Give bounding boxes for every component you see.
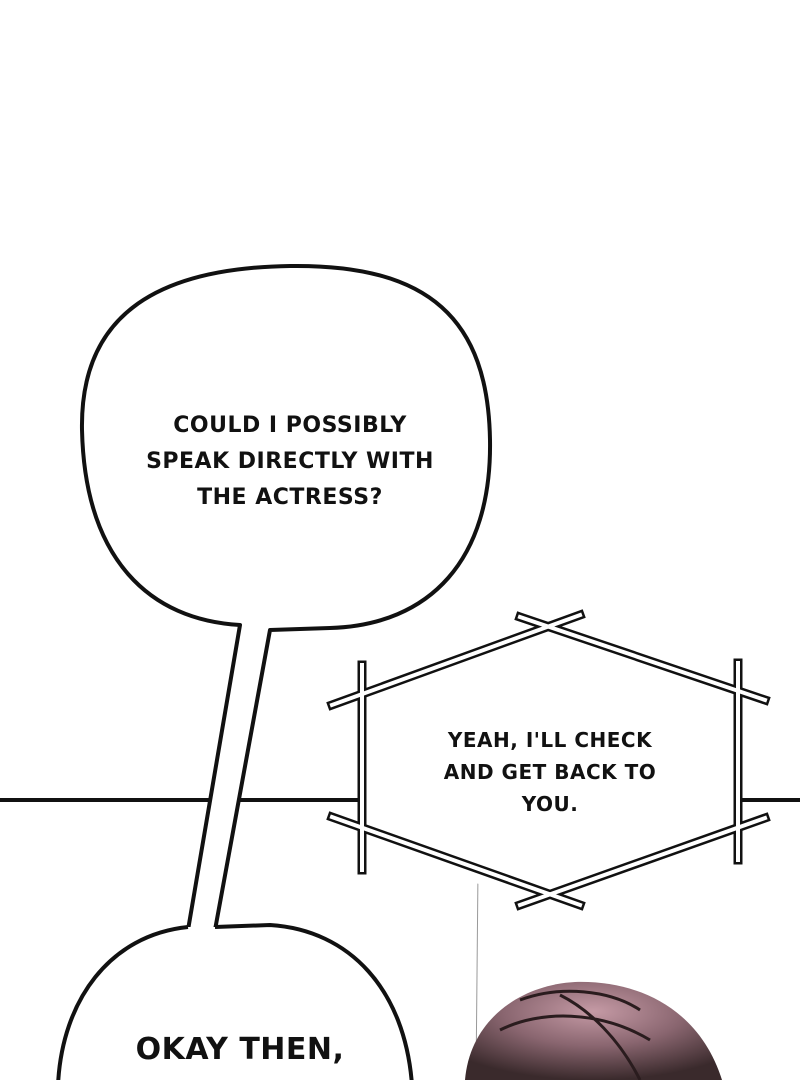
speech-bubble-3 [56,922,414,1080]
speech-bubble-3-text: Okay then, [90,1030,390,1070]
text-line: Yeah, I'll check [447,728,653,752]
text-line: the actress? [197,485,383,510]
text-line: Could I possibly [173,413,407,438]
hexagon-caption-box [326,609,771,911]
text-line: you. [521,792,579,816]
text-line: speak directly with [146,449,434,474]
speech-bubble-1 [79,263,493,932]
text-line: and get back to [443,760,657,784]
text-line: Okay then, [135,1032,345,1067]
caption-box-text: Yeah, I'll check and get back to you. [400,724,700,820]
character-hair [465,981,722,1080]
speech-bubble-1-text: Could I possibly speak directly with the… [110,408,470,516]
